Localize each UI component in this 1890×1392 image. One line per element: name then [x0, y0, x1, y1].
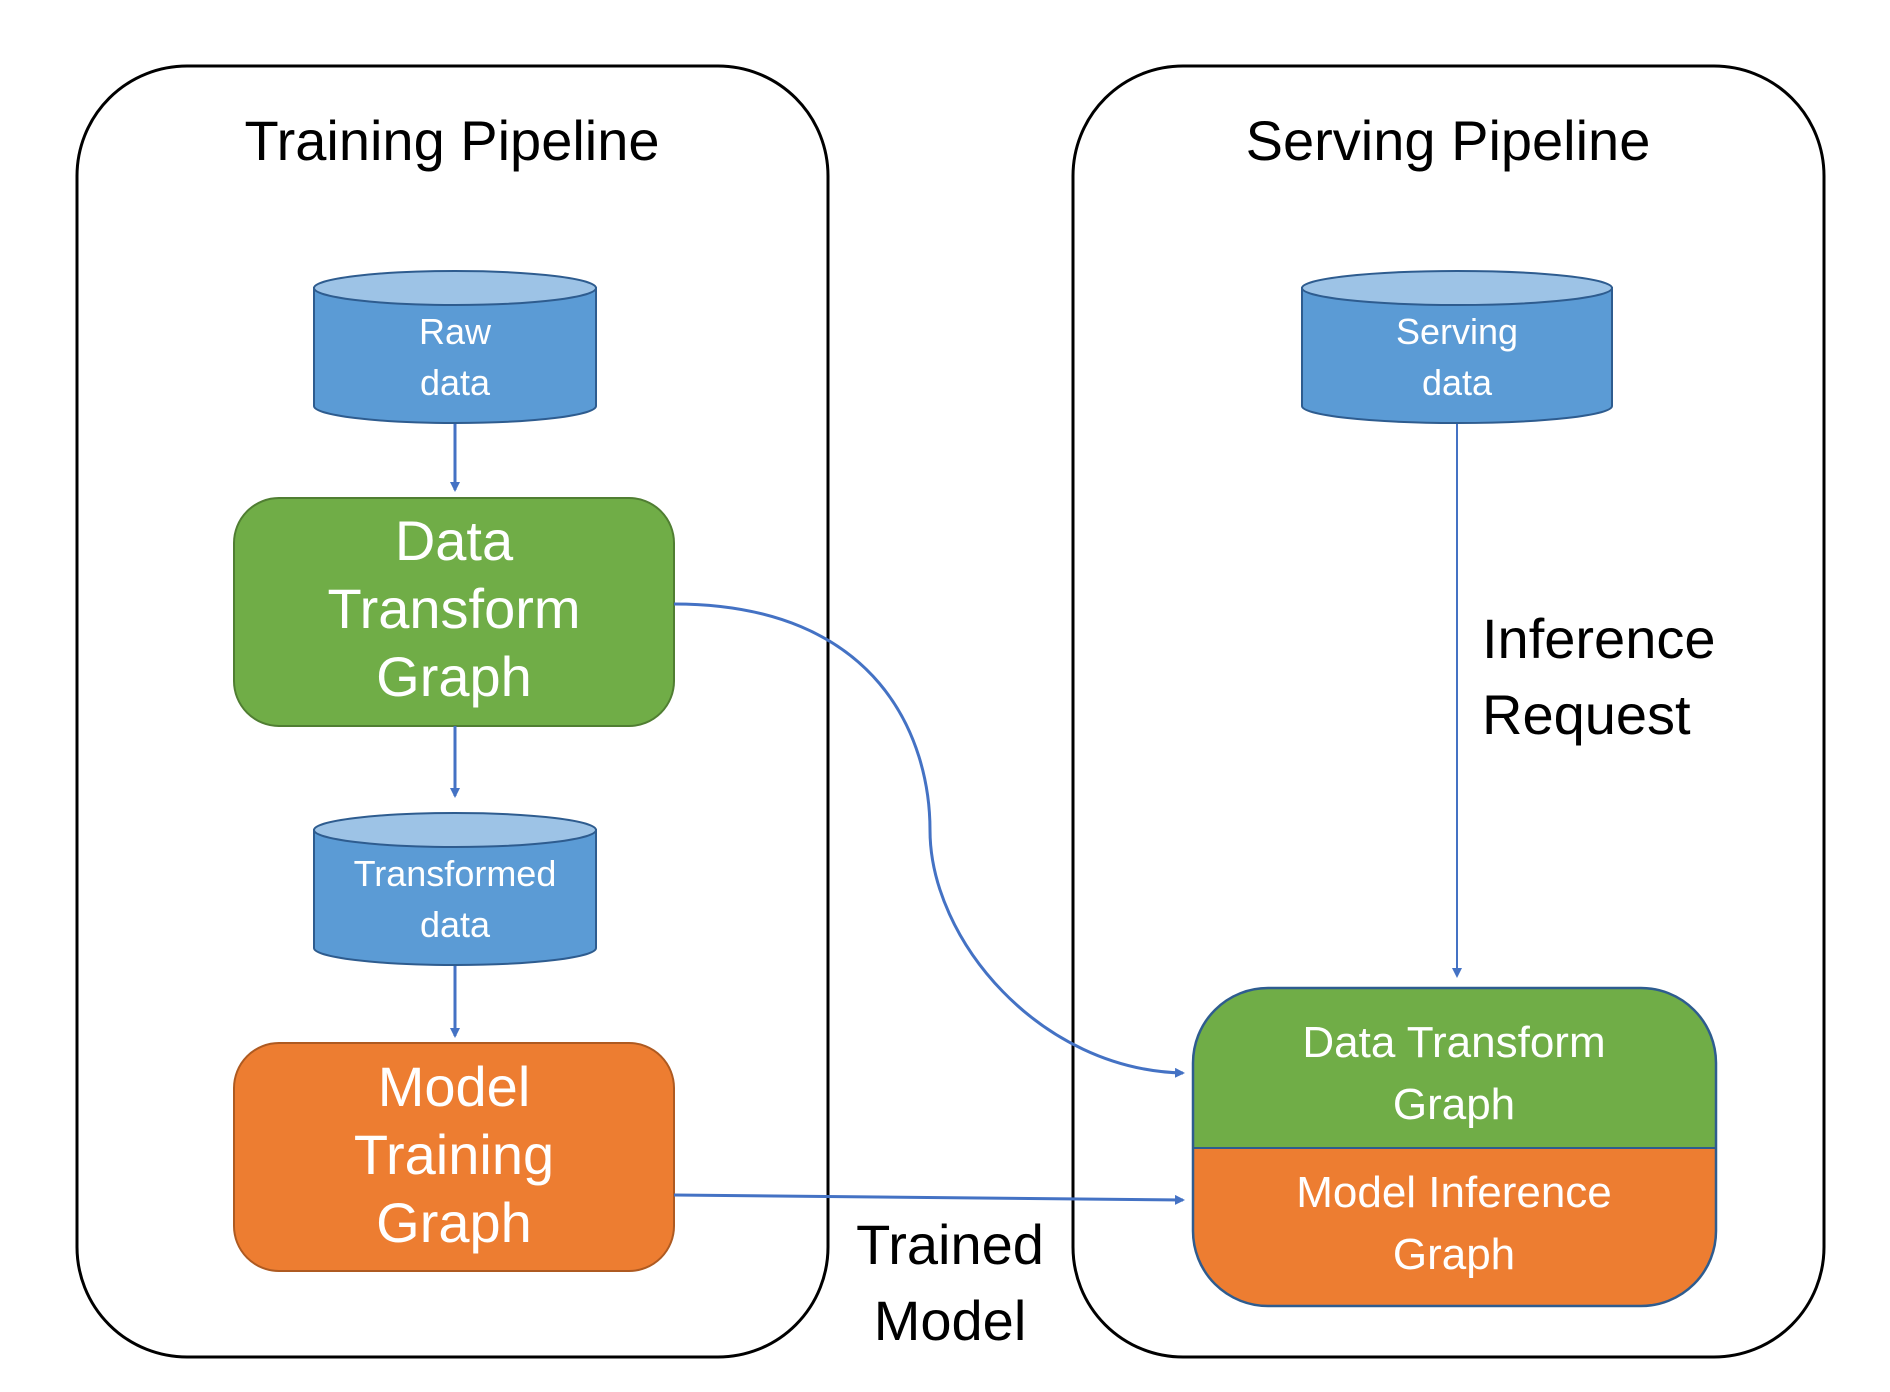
serving-transform-label-line2: Graph	[1393, 1080, 1515, 1129]
raw-data-database-icon: Raw data	[313, 270, 597, 424]
training-transform-label-line3: Graph	[376, 645, 532, 708]
arrow-transform-graph-export	[673, 602, 1185, 1078]
raw-data-label-line2: data	[420, 362, 491, 403]
trained-model-label-line2: Model	[874, 1289, 1027, 1352]
serving-pipeline-title: Serving Pipeline	[1246, 109, 1651, 172]
raw-data-label-line1: Raw	[419, 311, 492, 352]
transformed-data-label-line1: Transformed	[354, 853, 557, 894]
inference-request-label-line1: Inference	[1482, 607, 1716, 670]
serving-transform-graph-section	[1193, 988, 1716, 1148]
model-training-label-line1: Model	[378, 1055, 531, 1118]
model-training-graph-box: Model Training Graph	[233, 1042, 675, 1272]
training-transform-graph-box: Data Transform Graph	[233, 497, 675, 727]
training-transform-label-line2: Transform	[327, 577, 580, 640]
serving-data-label-line1: Serving	[1396, 311, 1518, 352]
inference-request-label-line2: Request	[1482, 683, 1691, 746]
serving-combined-graph-box: Data Transform Graph Model Inference Gra…	[1191, 986, 1718, 1308]
transformed-data-label-line2: data	[420, 904, 491, 945]
model-training-label-line2: Training	[354, 1123, 554, 1186]
serving-inference-graph-section	[1193, 1148, 1716, 1306]
transformed-data-database-icon: Transformed data	[313, 812, 597, 966]
arrow-trained-model	[673, 1193, 1185, 1205]
trained-model-label-line1: Trained	[856, 1213, 1044, 1276]
training-transform-label-line1: Data	[395, 509, 514, 572]
serving-transform-label-line1: Data Transform	[1302, 1018, 1605, 1067]
training-pipeline-title: Training Pipeline	[244, 109, 659, 172]
serving-inference-label-line1: Model Inference	[1296, 1168, 1612, 1217]
serving-inference-label-line2: Graph	[1393, 1230, 1515, 1279]
model-training-label-line3: Graph	[376, 1191, 532, 1254]
serving-data-label-line2: data	[1422, 362, 1493, 403]
serving-data-database-icon: Serving data	[1301, 270, 1613, 424]
